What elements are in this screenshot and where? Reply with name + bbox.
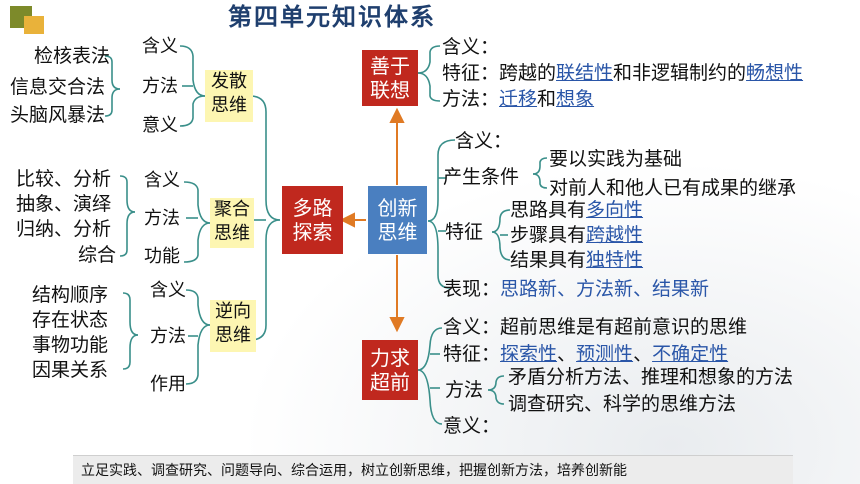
creative-condition-1: 要以实践为基础	[549, 148, 683, 170]
forward-thinking-box: 力求 超前	[362, 340, 418, 400]
association-box: 善于 联想	[362, 50, 418, 106]
association-feature-prefix: 特征：跨越的	[442, 62, 557, 84]
forward-feature-prefix: 特征：	[443, 343, 501, 365]
association-feature-u2: 畅想性	[746, 62, 804, 84]
reverse-thinking-label: 逆向 思维	[210, 300, 256, 352]
association-method: 方法：迁移和想象	[442, 88, 594, 110]
reverse-item: 含义	[150, 280, 186, 301]
brace-main-top	[249, 95, 281, 221]
divergent-method: 信息交合法	[10, 76, 106, 98]
multi-exploration-label: 多路 探索	[292, 196, 333, 244]
forward-feature-u3: 不确定性	[652, 343, 729, 365]
multi-exploration-box: 多路 探索	[282, 186, 343, 254]
creative-thinking-label: 创新 思维	[377, 196, 418, 244]
creative-meaning: 含义：	[455, 130, 513, 152]
forward-method-2: 调查研究、科学的思维方法	[508, 393, 737, 415]
reverse-item: 作用	[150, 374, 186, 395]
forward-feature-sep2: 、	[633, 343, 653, 365]
convergent-method: 归纳、分析	[16, 218, 112, 240]
divergent-item: 方法	[142, 76, 178, 97]
association-feature: 特征：跨越的联结性和非逻辑制约的畅想性	[442, 62, 803, 84]
association-method-mid: 和	[537, 88, 557, 110]
forward-feature: 特征：探索性、预测性、不确定性	[443, 343, 728, 365]
association-feature-mid: 和非逻辑制约的	[613, 62, 747, 84]
creative-condition: 产生条件	[443, 166, 520, 188]
forward-thinking-label: 力求 超前	[370, 346, 410, 394]
association-feature-u1: 联结性	[556, 62, 614, 84]
brace-main-bottom	[249, 219, 281, 341]
forward-method-1: 矛盾分析方法、推理和想象的方法	[508, 366, 794, 388]
forward-feature-sep1: 、	[557, 343, 577, 365]
forward-feature-u1: 探索性	[500, 343, 558, 365]
footer-text: 立足实践、调查研究、问题导向、综合运用，树立创新思维，把握创新方法，培养创新能	[81, 463, 627, 479]
convergent-method: 综合	[78, 244, 117, 266]
decor-square-orange	[24, 16, 44, 34]
divergent-method: 检核表法	[34, 45, 111, 67]
creative-thinking-box: 创新 思维	[368, 186, 427, 254]
association-method-u2: 想象	[556, 88, 595, 110]
reverse-method: 因果关系	[32, 359, 109, 381]
creative-performance-value: 思路新、方法新、结果新	[500, 278, 710, 300]
convergent-item: 功能	[144, 246, 180, 267]
page-title: 第四单元知识体系	[228, 3, 436, 31]
divergent-item: 意义	[142, 115, 178, 136]
reverse-method: 存在状态	[32, 309, 109, 331]
association-method-prefix: 方法：	[442, 88, 500, 110]
divergent-item: 含义	[142, 36, 178, 57]
association-meaning: 含义：	[442, 36, 500, 58]
creative-feature-2-prefix: 步骤具有	[510, 224, 587, 246]
creative-feature-3-prefix: 结果具有	[510, 249, 587, 271]
convergent-thinking-label: 聚合 思维	[210, 198, 254, 248]
footer-bar: 立足实践、调查研究、问题导向、综合运用，树立创新思维，把握创新方法，培养创新能	[73, 455, 793, 484]
convergent-method: 抽象、演绎	[16, 193, 112, 215]
convergent-method: 比较、分析	[16, 168, 112, 190]
reverse-method: 结构顺序	[32, 284, 109, 306]
forward-meaning: 含义：超前思维是有超前意识的思维	[443, 316, 748, 338]
creative-feature-2: 步骤具有跨越性	[510, 224, 643, 246]
divergent-thinking-label: 发散 思维	[205, 70, 253, 122]
creative-condition-2: 对前人和他人已有成果的继承	[549, 177, 797, 199]
creative-feature-1: 思路具有多向性	[510, 199, 643, 221]
creative-feature-1-u: 多向性	[586, 199, 644, 221]
creative-feature: 特征	[445, 221, 484, 243]
association-method-u1: 迁移	[499, 88, 538, 110]
forward-significance: 意义：	[443, 415, 501, 437]
creative-performance: 表现：思路新、方法新、结果新	[443, 278, 709, 300]
divergent-method: 头脑风暴法	[10, 104, 106, 126]
creative-feature-3-u: 独特性	[586, 249, 644, 271]
reverse-method: 事物功能	[32, 334, 109, 356]
convergent-item: 含义	[144, 170, 180, 191]
creative-feature-1-prefix: 思路具有	[510, 199, 587, 221]
reverse-item: 方法	[150, 326, 186, 347]
convergent-item: 方法	[144, 208, 180, 229]
forward-method: 方法	[445, 379, 484, 401]
creative-performance-prefix: 表现：	[443, 278, 501, 300]
association-label: 善于 联想	[370, 54, 410, 102]
forward-feature-u2: 预测性	[576, 343, 634, 365]
creative-feature-2-u: 跨越性	[586, 224, 644, 246]
creative-feature-3: 结果具有独特性	[510, 249, 643, 271]
